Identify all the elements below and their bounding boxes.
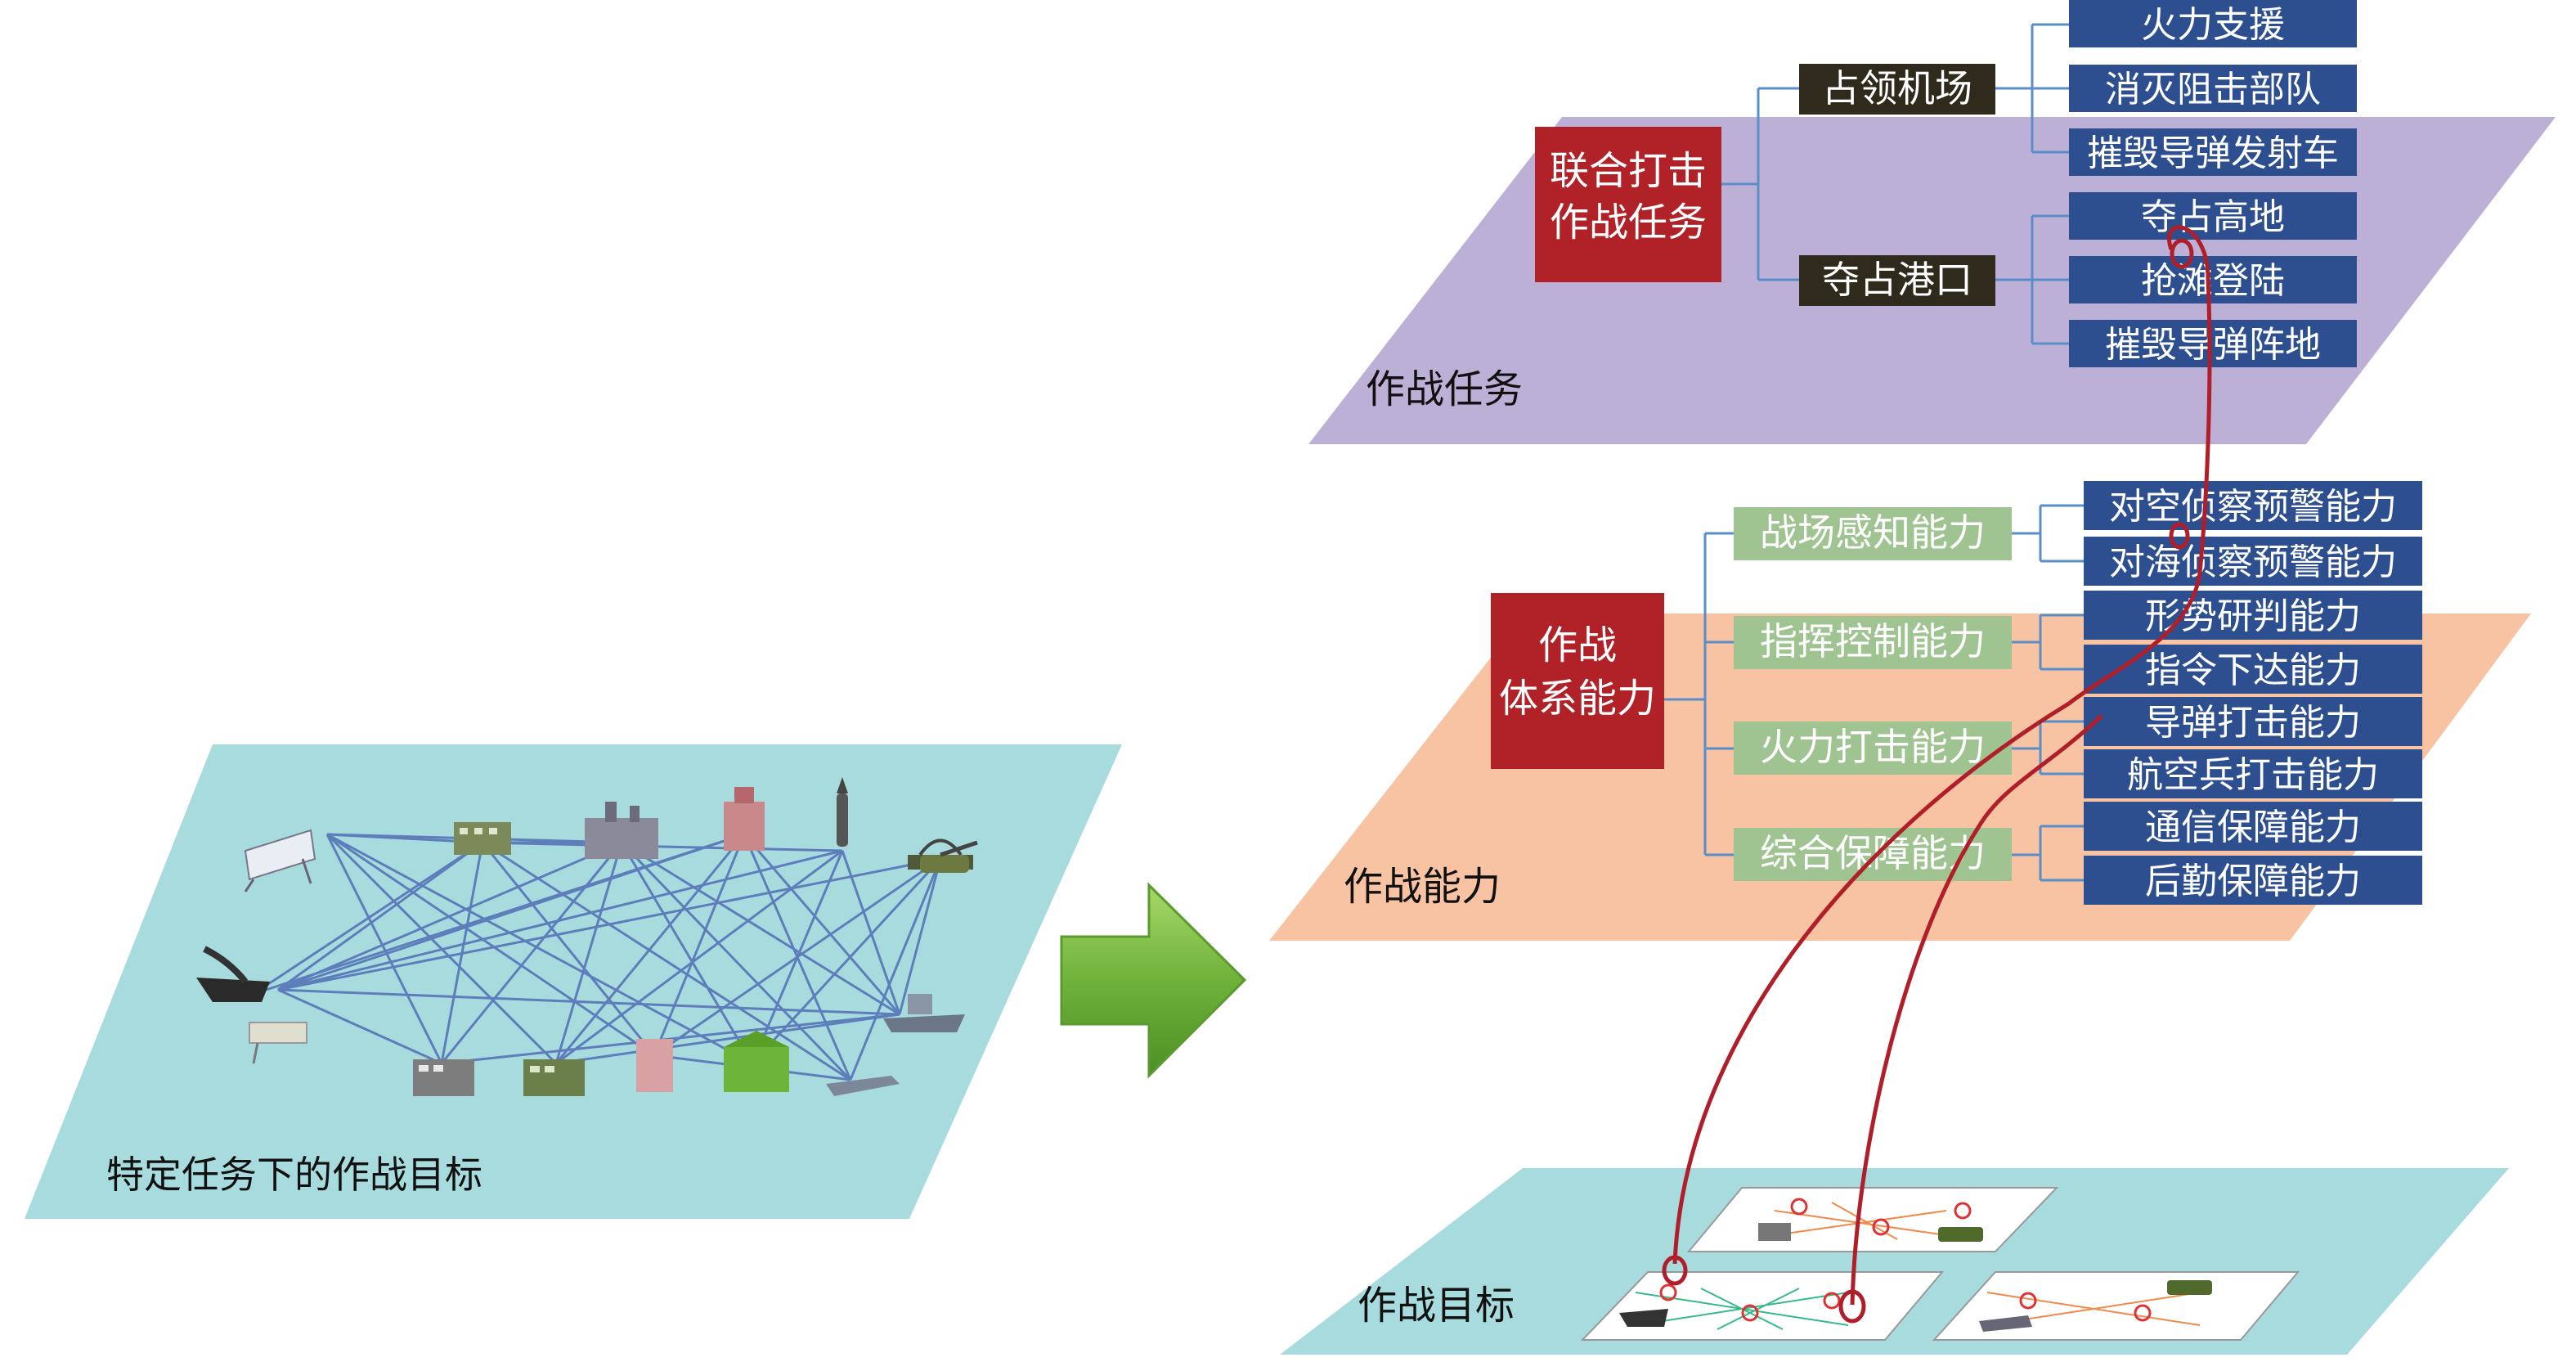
capability-leaf: 后勤保障能力 xyxy=(2145,861,2361,902)
capability-root-node: 作战 体系能力 xyxy=(1491,593,1664,769)
capability-leaf: 通信保障能力 xyxy=(2145,807,2361,848)
task-tree-connectors xyxy=(1721,23,2069,345)
task-leaf: 抢滩登陆 xyxy=(2141,260,2285,302)
mini-network-right xyxy=(1932,1271,2300,1341)
red-link-marker xyxy=(1662,1255,1688,1286)
capability-group-label: 指挥控制能力 xyxy=(1760,619,1986,663)
red-link-capability-target-1 xyxy=(1672,701,2071,1265)
target-icons xyxy=(196,777,978,1096)
left-target-panel: 特定任务下的作战目标 xyxy=(25,744,1122,1219)
red-link-capability-target-2 xyxy=(1850,714,2103,1306)
building-icon xyxy=(454,822,511,855)
capability-leaf: 对海侦察预警能力 xyxy=(2109,542,2397,583)
ship-icon xyxy=(196,946,270,1002)
tank-icon xyxy=(2167,1280,2212,1295)
left-panel-label: 特定任务下的作战目标 xyxy=(106,1153,482,1197)
capability-group-label: 火力打击能力 xyxy=(1760,725,1986,769)
arrow-right-icon xyxy=(1060,882,1247,1079)
red-link-task-capability xyxy=(2067,225,2212,705)
left-plane xyxy=(25,744,1122,1219)
target-mini-networks xyxy=(1580,1187,2300,1341)
ship-icon xyxy=(1619,1309,1668,1327)
capability-root-line-2: 体系能力 xyxy=(1499,676,1656,721)
task-layer-label: 作战任务 xyxy=(1366,366,1523,412)
task-leaf: 摧毁导弹发射车 xyxy=(2087,133,2339,174)
mini-network-top xyxy=(1686,1187,2059,1252)
capability-group-label: 综合保障能力 xyxy=(1760,831,1986,875)
task-leaf: 火力支援 xyxy=(2141,4,2285,46)
building-icon xyxy=(523,1059,585,1096)
task-leaf: 摧毁导弹阵地 xyxy=(2105,324,2321,366)
task-group-seize-port: 夺占港口 xyxy=(1799,255,1995,306)
task-leaf-nodes: 火力支援 消灭阻击部队 摧毁导弹发射车 夺占高地 抢滩登陆 摧毁导弹阵地 xyxy=(2069,0,2357,367)
transition-arrow xyxy=(1060,882,1247,1079)
capability-layer-label: 作战能力 xyxy=(1344,864,1501,910)
task-leaf: 消灭阻击部队 xyxy=(2105,69,2321,110)
factory-icon xyxy=(724,1031,789,1092)
target-network-lines xyxy=(253,833,942,1081)
ship-icon xyxy=(883,994,965,1032)
radar-icon xyxy=(249,1022,307,1064)
capability-leaf: 导弹打击能力 xyxy=(2145,702,2361,744)
tank-icon xyxy=(920,840,978,873)
task-group-label: 占领机场 xyxy=(1822,66,1972,110)
factory-icon xyxy=(585,802,658,859)
target-layer-label: 作战目标 xyxy=(1358,1283,1515,1328)
capability-leaf: 指令下达能力 xyxy=(2145,650,2361,691)
red-mapping-links xyxy=(1662,225,2212,1324)
task-root-line-1: 联合打击 xyxy=(1550,148,1707,194)
red-link-marker xyxy=(1838,1289,1866,1324)
red-link-marker xyxy=(2170,238,2194,269)
aircraft-icon xyxy=(826,1076,900,1096)
radar-icon xyxy=(244,829,316,892)
task-group-label: 夺占港口 xyxy=(1822,258,1972,302)
capability-leaf: 航空兵打击能力 xyxy=(2127,754,2379,796)
task-leaf: 夺占高地 xyxy=(2141,196,2285,238)
capability-groups: 战场感知能力 指挥控制能力 火力打击能力 综合保障能力 xyxy=(1734,507,2012,881)
capability-leaf-nodes: 对空侦察预警能力 对海侦察预警能力 形势研判能力 指令下达能力 导弹打击能力 航… xyxy=(2084,481,2422,905)
red-link-marker xyxy=(2169,522,2190,550)
capability-group-label: 战场感知能力 xyxy=(1760,510,1986,555)
missile-icon xyxy=(837,777,848,847)
aircraft-icon xyxy=(1979,1315,2032,1332)
capability-leaf: 对空侦察预警能力 xyxy=(2109,486,2397,528)
building-icon xyxy=(413,1059,474,1096)
building-icon xyxy=(724,787,765,851)
capability-leaf: 形势研判能力 xyxy=(2145,596,2361,637)
task-root-node: 联合打击 作战任务 xyxy=(1535,127,1721,282)
tank-icon xyxy=(1938,1227,1983,1242)
building-icon xyxy=(636,1039,673,1092)
capability-tree-connectors xyxy=(1664,504,2084,882)
task-root-line-2: 作战任务 xyxy=(1550,200,1707,245)
building-icon xyxy=(1758,1223,1791,1241)
capability-root-line-1: 作战 xyxy=(1538,623,1617,668)
task-group-occupy-airport: 占领机场 xyxy=(1799,64,1995,115)
